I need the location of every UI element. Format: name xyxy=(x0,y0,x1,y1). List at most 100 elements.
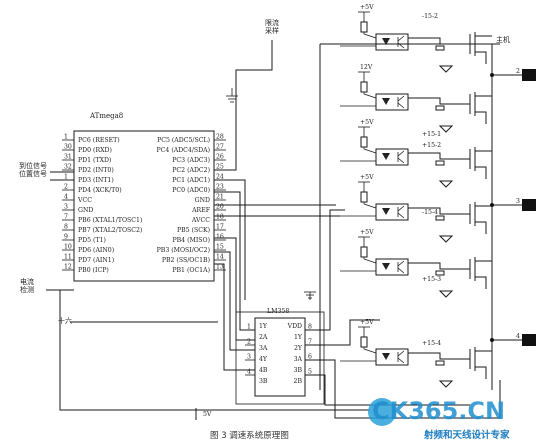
lm358-right-pin-number: 6 xyxy=(308,354,312,361)
rail-label: +15-3 xyxy=(422,276,441,283)
wire-lm-out-1 xyxy=(305,209,345,331)
gate-wire xyxy=(408,352,470,360)
led-diode-icon xyxy=(382,98,390,105)
mcu-left-pin-label: GND xyxy=(78,207,93,214)
lm358-inner-right-label: 3B xyxy=(294,367,303,374)
mcu-right-pin-label: PB2 (SS/OC1B) xyxy=(162,257,210,264)
lm358-right-pin-number: 5 xyxy=(308,369,312,376)
mcu-right-pin-label: GND xyxy=(195,197,210,204)
supply-label: 12V xyxy=(360,64,373,71)
led-diode-icon xyxy=(382,353,390,360)
mosfet-source xyxy=(475,366,487,379)
gate-wire xyxy=(408,207,470,215)
resistor xyxy=(360,81,368,93)
mcu-right-pin-number: 26 xyxy=(216,154,224,161)
mcu-right-pin-label: PC5 (ADC5/SCL) xyxy=(157,137,210,144)
mcu-right-pin-label: AVCC xyxy=(191,217,210,224)
resistor xyxy=(360,136,368,148)
junction-dot xyxy=(490,73,494,77)
mcu-right-pin-number: 27 xyxy=(216,144,224,151)
mcu-left-pin-label: PD2 (INT0) xyxy=(78,167,114,174)
junction-dot xyxy=(490,203,494,207)
resistor xyxy=(360,246,368,258)
mcu-right-pin-number: 24 xyxy=(216,174,224,181)
mcu-left-pin-number: 2 xyxy=(64,184,68,191)
lm358-inner-left-label: 4B xyxy=(259,367,268,374)
mcu-right-pin-label: PC4 (ADC4/SDA) xyxy=(157,147,210,154)
mcu-right-pin-number: 21 xyxy=(216,194,224,201)
led-diode-icon xyxy=(382,208,390,215)
mcu-left-pin-number: 1 xyxy=(64,134,68,141)
supply-label: +5V xyxy=(360,119,374,126)
mcu-right-pin-number: 28 xyxy=(216,134,224,141)
mcu-left-pin-label: PC6 (RESET) xyxy=(78,137,120,144)
ground-symbol-top xyxy=(226,88,238,103)
mcu-left-pin-number: 1 xyxy=(64,174,68,181)
gate-resistor xyxy=(435,45,445,51)
mcu-left-pin-label: PD7 (AIN1) xyxy=(78,257,114,264)
mcu-right-pin-label: PB5 (SCK) xyxy=(177,227,210,234)
driver-stage: +5V+15-4 xyxy=(340,319,492,388)
gate-wire xyxy=(408,97,470,105)
watermark-text: CK365.CN xyxy=(372,397,505,425)
lm358-inner-right-label: 2Y xyxy=(294,345,303,352)
lm358-name: LM358 xyxy=(267,308,289,315)
ground-triangle-icon xyxy=(438,380,454,388)
phase-number: 3 xyxy=(516,198,520,205)
gate-resistor xyxy=(435,215,445,221)
lm358-frame xyxy=(235,311,325,405)
gate-resistor xyxy=(435,270,445,276)
lm358-left-pin-number: 3 xyxy=(247,354,251,361)
mcu-left-pin-number: 12 xyxy=(64,264,72,271)
position-signal-label-1: 到位信号位置信号 xyxy=(19,161,47,178)
led-diode-icon xyxy=(382,263,390,270)
lm358-inner-left-label: 4Y xyxy=(259,356,268,363)
mcu-right-pin-label: PC0 (ADC0) xyxy=(172,187,210,194)
lm358-inner-right-label: 1Y xyxy=(294,334,303,341)
mcu-left-pin-label: PD3 (INT1) xyxy=(78,177,114,184)
wire-mcu-5 xyxy=(214,237,255,341)
gate-resistor xyxy=(435,360,445,366)
mcu-right-pin-number: 13 xyxy=(216,264,224,271)
lm358-inner-right-label: 2B xyxy=(294,378,303,385)
mcu-name: ATmega8 xyxy=(89,112,123,120)
mcu-left-pin-label: PB6 (XTAL1/TOSC1) xyxy=(78,217,142,224)
mcu-left-pin-number: 30 xyxy=(64,144,72,151)
mcu-right-pin-number: 14 xyxy=(216,254,224,261)
ground-triangle-icon xyxy=(438,65,454,73)
driver-stage: +5V+15-2 xyxy=(340,119,492,188)
mosfet-source xyxy=(475,166,487,179)
watermark-logo-icon xyxy=(368,398,396,426)
driver-stage: 12V+15-1 xyxy=(340,64,492,138)
mcu-right-pin-number: 16 xyxy=(216,234,224,241)
ground-triangle-icon xyxy=(438,290,454,298)
resistor xyxy=(360,191,368,203)
ground-triangle-icon xyxy=(438,125,454,133)
wire-lm-out-3 xyxy=(305,359,501,419)
lm358-inner-left-label: 3B xyxy=(259,378,268,385)
led-diode-icon xyxy=(382,153,390,160)
mcu-left-pin-number: 9 xyxy=(64,234,68,241)
driver-stage: +5V+15-3 xyxy=(340,229,492,298)
lm358-inner-right-label: VDD xyxy=(287,323,302,330)
mcu-right-pin-number: 17 xyxy=(216,224,224,231)
wire-mcu-1 xyxy=(214,179,246,300)
motor-label: 主机 xyxy=(496,35,510,44)
driver-stage: +5V-15-4 xyxy=(340,174,492,243)
watermark-subtitle: 射频和天线设计专家 xyxy=(423,429,510,441)
mcu-left-pin-label: PB7 (XTAL2/TOSC2) xyxy=(78,227,142,234)
wire-lm-out-2 xyxy=(305,319,380,346)
mcu-right-pin-number: 23 xyxy=(216,184,224,191)
mcu-left-pin-number: 10 xyxy=(64,244,72,251)
mcu-right-pin-label: AREF xyxy=(191,207,211,214)
wire-mcu-7 xyxy=(214,263,255,371)
mcu-left-pin-number: 31 xyxy=(64,154,72,161)
ground-triangle-icon xyxy=(438,180,454,188)
watermark: CK365.CN 射频和天线设计专家 xyxy=(368,397,510,441)
